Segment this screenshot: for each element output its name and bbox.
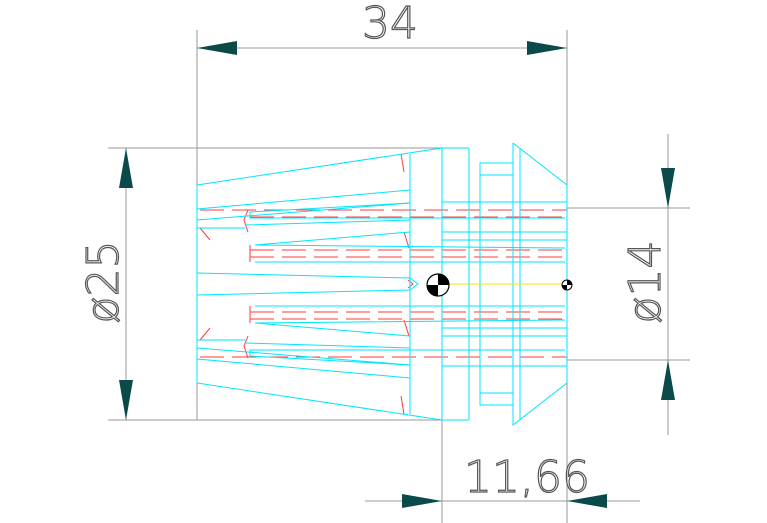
arrow-up-14 bbox=[661, 360, 675, 400]
dimension-lines bbox=[108, 30, 690, 523]
arrow-down-25 bbox=[119, 380, 133, 420]
arrow-right-1166 bbox=[402, 494, 442, 508]
arrow-down-14 bbox=[661, 168, 675, 208]
arrow-left-1166 bbox=[567, 494, 607, 508]
arrow-right-34 bbox=[527, 41, 567, 55]
dim-outer-diameter-label: ø25 bbox=[78, 241, 129, 324]
dimension-arrows bbox=[119, 41, 675, 508]
centroid-small-icon bbox=[561, 279, 573, 291]
dim-nose-length-label: 11,66 bbox=[464, 452, 590, 503]
dim-length-label: 34 bbox=[362, 0, 418, 49]
dim-bore-diameter-label: ø14 bbox=[620, 241, 671, 324]
arrow-up-25 bbox=[119, 148, 133, 188]
collet-outline bbox=[196, 142, 568, 427]
centroid-large-icon bbox=[426, 273, 450, 297]
arrow-left-34 bbox=[197, 41, 237, 55]
